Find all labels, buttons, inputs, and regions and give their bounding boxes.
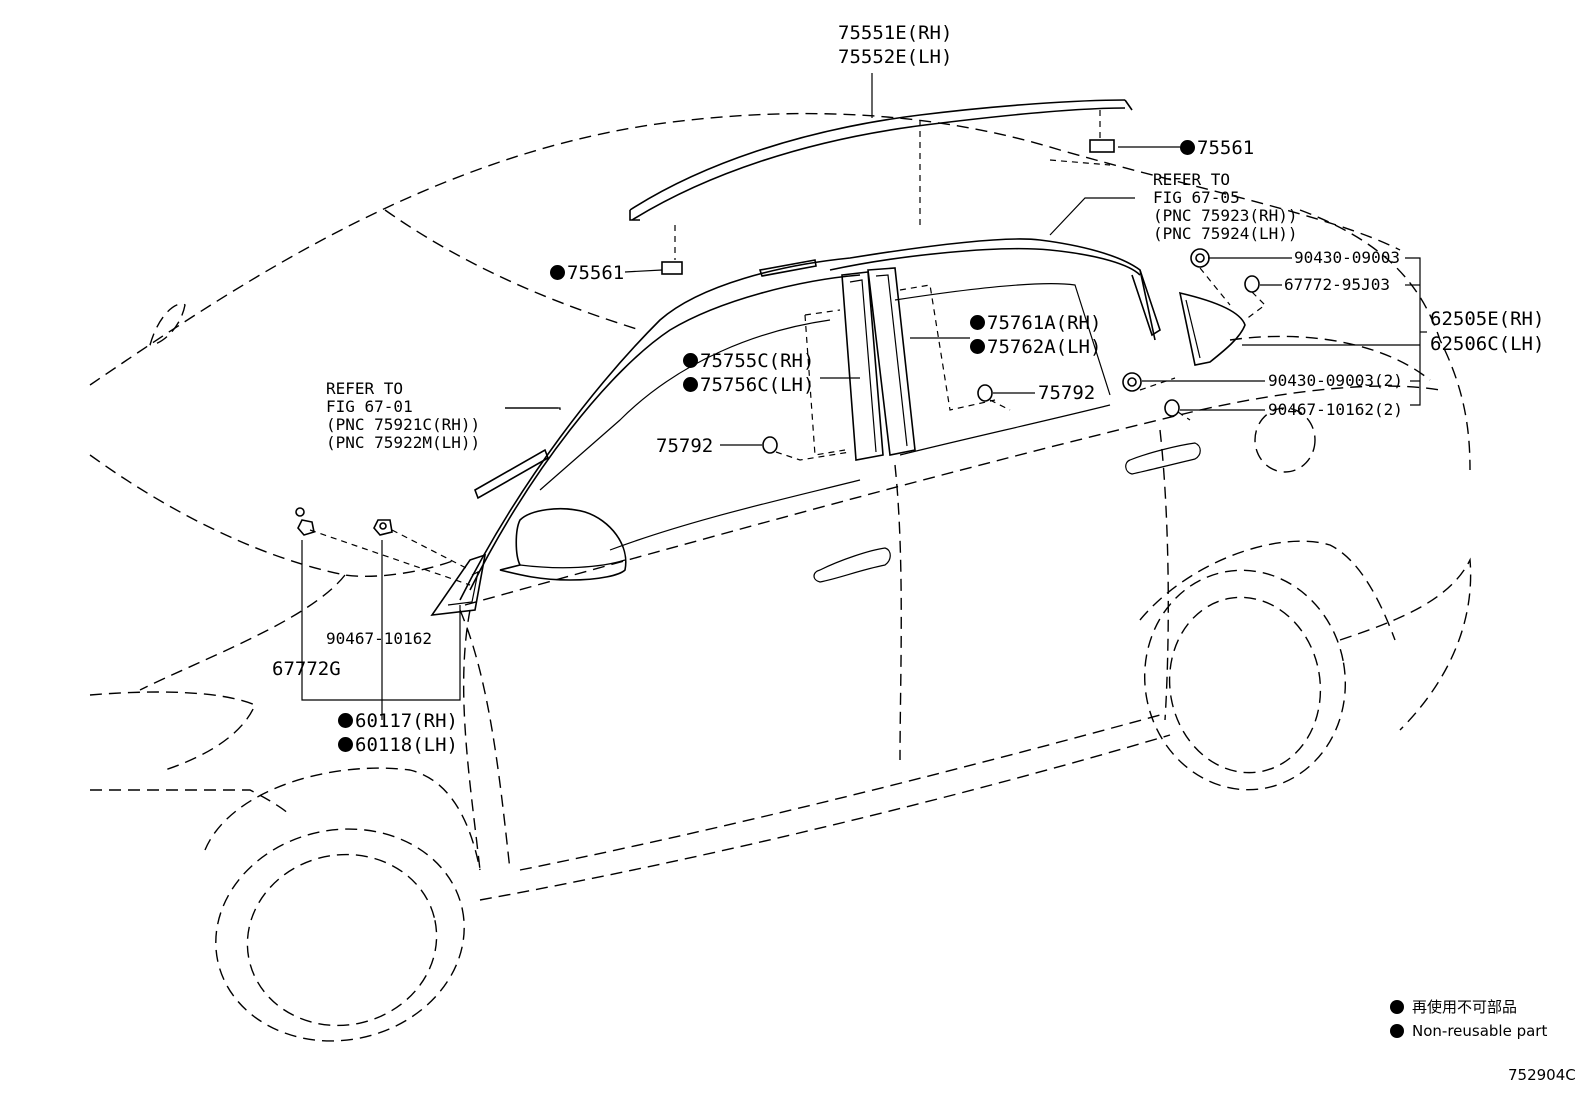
window-frames (459, 238, 1201, 601)
callout-75792-left: 75792 (656, 435, 714, 457)
callout-75561-left: 75561 (550, 264, 624, 283)
non-reusable-dot-icon (1180, 140, 1195, 155)
non-reusable-dot-icon (683, 353, 698, 368)
callout-75756c-lh: 75756C(LH) (683, 376, 814, 395)
car-body-outline (89, 112, 1472, 1042)
legend-english: Non-reusable part (1390, 1024, 1547, 1039)
parts (295, 99, 1266, 616)
callout-90467-10162-2: 90467-10162(2) (1268, 400, 1403, 419)
callout-75552e-lh: 75552E(LH) (838, 46, 953, 68)
callout-75761a-rh: 75761A(RH) (970, 314, 1101, 333)
callout-67772g: 67772G (272, 658, 341, 680)
callout-60118-lh: 60118(LH) (338, 736, 458, 755)
callout-62506c-lh: 62506C(LH) (1430, 333, 1545, 355)
callout-75561-right: 75561 (1180, 139, 1254, 158)
callout-refer-to-67-05-line3: (PNC 75923(RH)) (1153, 206, 1298, 225)
non-reusable-dot-icon (338, 737, 353, 752)
non-reusable-dot-icon (338, 713, 353, 728)
legend-japanese: 再使用不可部品 (1390, 1000, 1517, 1015)
leader-lines (301, 73, 1427, 720)
callout-60117-rh: 60117(RH) (338, 712, 458, 731)
non-reusable-dot-icon (1390, 1024, 1404, 1038)
callout-refer-to-67-05-line1: REFER TO (1153, 170, 1231, 189)
callout-refer-to-67-01-line3: (PNC 75921C(RH)) (326, 415, 481, 434)
callout-refer-to-67-01-line2: FIG 67-01 (326, 397, 413, 416)
callout-62505e-rh: 62505E(RH) (1430, 308, 1545, 330)
callout-refer-to-67-05-line4: (PNC 75924(LH)) (1153, 224, 1298, 243)
callout-75792-right: 75792 (1038, 382, 1096, 404)
figure-id: 752904C (1508, 1066, 1576, 1084)
callout-75762a-lh: 75762A(LH) (970, 338, 1101, 357)
callout-75755c-rh: 75755C(RH) (683, 352, 814, 371)
callout-67772-95j03: 67772-95J03 (1284, 275, 1390, 294)
callout-90430-09003: 90430-09003 (1294, 248, 1400, 267)
non-reusable-dot-icon (683, 377, 698, 392)
callout-refer-to-67-01-line1: REFER TO (326, 379, 404, 398)
callout-refer-to-67-05-line2: FIG 67-05 (1153, 188, 1240, 207)
callout-90430-09003-2: 90430-09003(2) (1268, 371, 1403, 390)
non-reusable-dot-icon (1390, 1000, 1404, 1014)
non-reusable-dot-icon (970, 315, 985, 330)
callout-90467-10162: 90467-10162 (326, 629, 432, 648)
non-reusable-dot-icon (970, 339, 985, 354)
callout-75551e-rh: 75551E(RH) (838, 22, 953, 44)
callout-refer-to-67-01-line4: (PNC 75922M(LH)) (326, 433, 481, 452)
non-reusable-dot-icon (550, 265, 565, 280)
